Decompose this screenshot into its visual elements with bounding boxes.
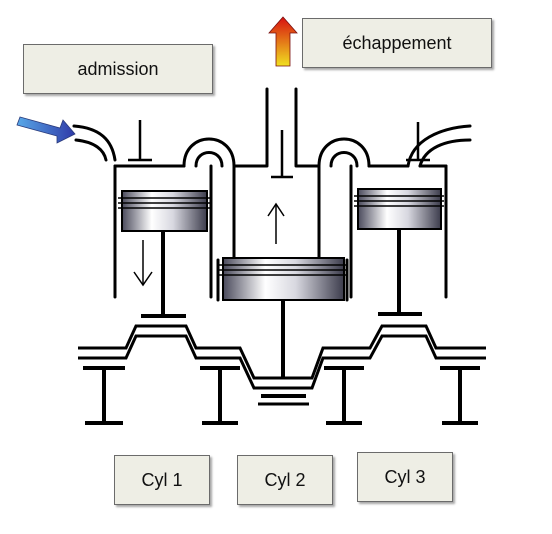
intake-arrow-icon [16, 116, 76, 144]
piston-1 [118, 190, 210, 316]
cylinder-1-label: Cyl 1 [114, 455, 210, 505]
cylinder-2-label: Cyl 2 [237, 455, 333, 505]
valve-3 [406, 122, 430, 162]
up-arrow-icon [267, 202, 285, 244]
right-pipe [406, 124, 472, 168]
exhaust-label: échappement [302, 18, 492, 68]
exhaust-arrow-icon [268, 16, 298, 67]
valve-2 [271, 130, 293, 179]
intake-pipe [72, 124, 117, 162]
cylinder-3-label: Cyl 3 [357, 452, 453, 502]
piston-2 [219, 257, 348, 378]
transfer-loop-right [317, 137, 371, 168]
piston-3 [354, 188, 444, 312]
valve-1 [128, 120, 152, 162]
crankshaft [78, 312, 486, 425]
down-arrow-icon [133, 240, 153, 287]
admission-label: admission [23, 44, 213, 94]
transfer-loop-left [182, 137, 236, 168]
